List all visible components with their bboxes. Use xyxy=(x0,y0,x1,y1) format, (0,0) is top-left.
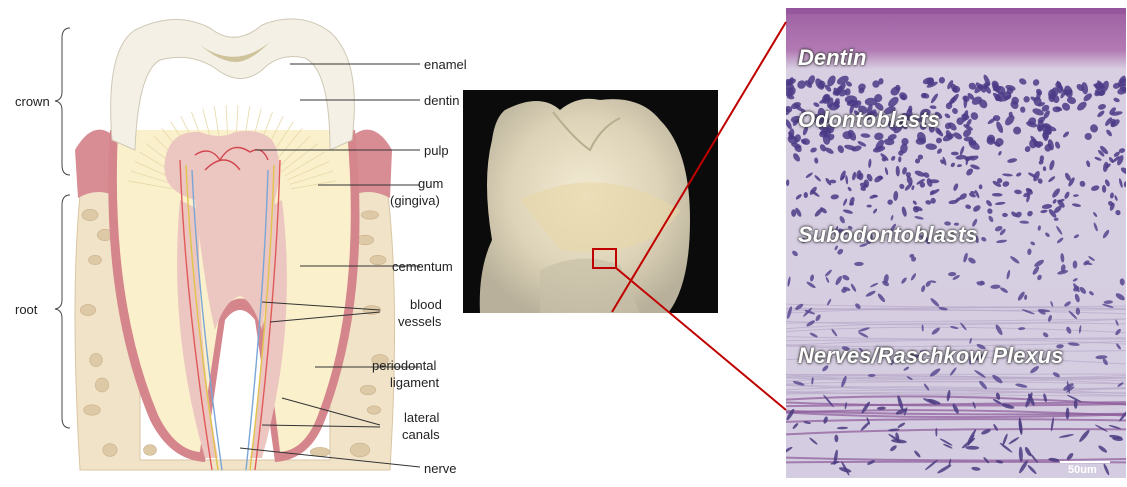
label-root: root xyxy=(15,302,37,317)
bone-spot xyxy=(350,443,370,457)
label-lateral: lateral xyxy=(404,410,439,425)
histology-label-nerves: Nerves/Raschkow Plexus xyxy=(798,343,1063,369)
label-ligament: ligament xyxy=(390,375,439,390)
bone-spot xyxy=(370,255,386,264)
bone-spot xyxy=(367,406,380,414)
tooth-photo xyxy=(463,90,718,313)
bone-spot xyxy=(360,385,376,394)
label-vessels: vessels xyxy=(398,314,441,329)
label-gum: gum xyxy=(418,176,443,191)
label-periodontal: periodontal xyxy=(372,358,436,373)
bone-spot xyxy=(82,209,98,220)
label-enamel: enamel xyxy=(424,57,467,72)
label-cementum: cementum xyxy=(392,259,453,274)
histology-label-odontoblasts: Odontoblasts xyxy=(798,107,940,133)
histology-label-dentin: Dentin xyxy=(798,45,866,71)
label-crown: crown xyxy=(15,94,50,109)
bone-spot xyxy=(90,353,103,366)
bone-spot xyxy=(80,304,96,315)
label-pulp: pulp xyxy=(424,143,449,158)
label-blood: blood xyxy=(410,297,442,312)
tooth-diagram xyxy=(55,19,420,470)
histology-dentin-edge xyxy=(786,8,1126,14)
bone-spot xyxy=(103,444,117,457)
label-canals: canals xyxy=(402,427,440,442)
label-nerve: nerve xyxy=(424,461,457,476)
scale-bar-label: 50um xyxy=(1068,464,1097,476)
bone-spot xyxy=(144,445,157,456)
root-bracket xyxy=(55,195,70,428)
bone-spot xyxy=(89,255,102,264)
label-dentin: dentin xyxy=(424,93,459,108)
label-gingiva: (gingiva) xyxy=(390,193,440,208)
histology-nucleus xyxy=(979,184,983,189)
histology-label-subodontoblasts: Subodontoblasts xyxy=(798,222,978,248)
bone-spot xyxy=(95,378,108,392)
bone-spot xyxy=(310,447,330,456)
bone-spot xyxy=(361,211,378,219)
bone-spot xyxy=(84,405,101,415)
crown-bracket xyxy=(55,28,70,175)
